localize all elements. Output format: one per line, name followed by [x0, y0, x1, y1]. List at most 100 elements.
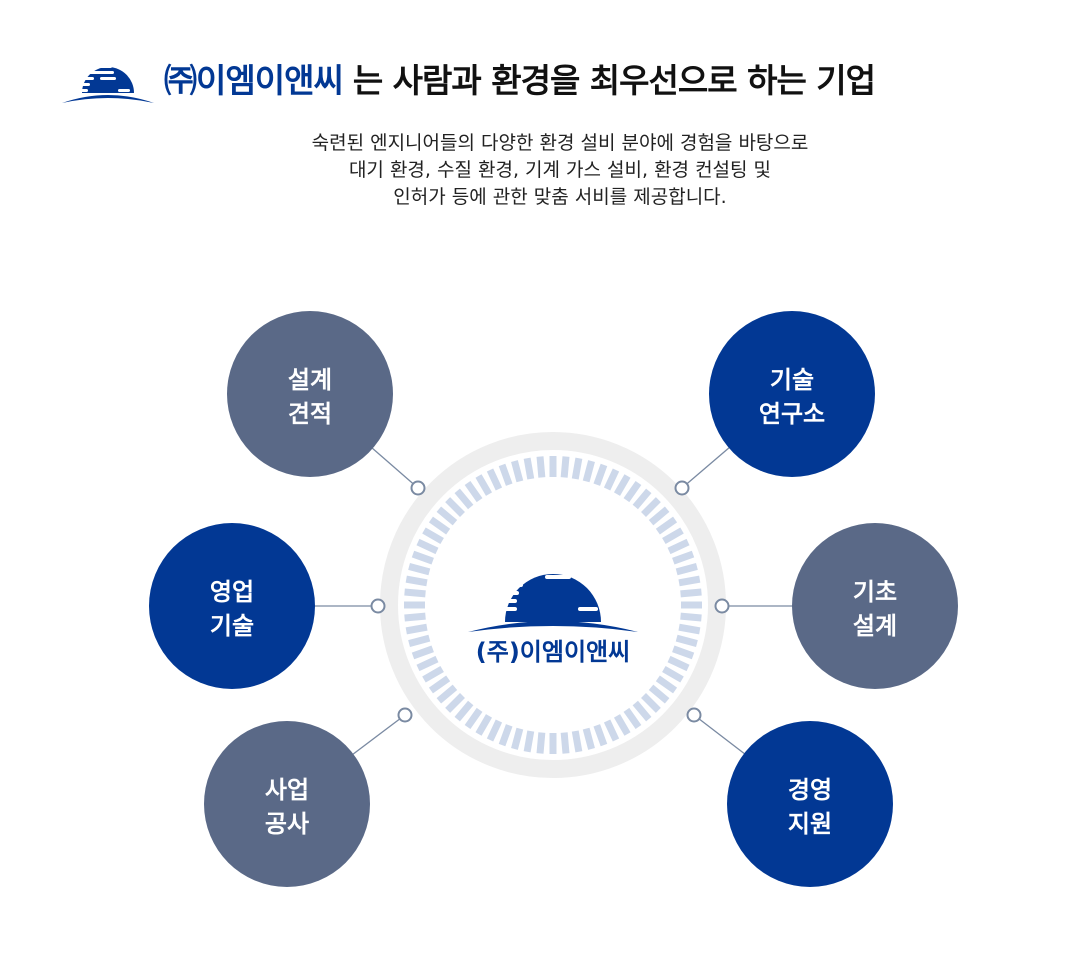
company-description: 숙련된 엔지니어들의 다양한 환경 설비 분야에 경험을 바탕으로 대기 환경,… — [0, 130, 1070, 211]
tick-mark — [613, 474, 631, 496]
node-circle — [227, 311, 393, 477]
node-label: 지원 — [788, 810, 832, 838]
tick-mark — [613, 714, 631, 736]
node-circle — [149, 523, 315, 689]
tick-mark — [411, 550, 434, 565]
description-line: 대기 환경, 수질 환경, 기계 가스 설비, 환경 컨설팅 및 — [348, 159, 772, 181]
tick-mark — [593, 463, 608, 486]
tick-mark — [582, 460, 595, 483]
tick-mark — [680, 588, 702, 598]
tick-mark — [632, 700, 652, 722]
tick-mark — [523, 730, 535, 753]
page-title: 는 사람과 환경을 최우선으로 하는 기업 — [352, 61, 876, 100]
tick-mark — [408, 634, 431, 647]
connector-dot — [714, 598, 730, 614]
node-label: 경영 — [788, 776, 832, 804]
company-logo-icon — [62, 65, 154, 103]
tick-mark — [405, 623, 428, 635]
tick-ring — [404, 456, 702, 754]
node-circle — [204, 721, 370, 887]
connector-dot — [674, 480, 690, 496]
tick-mark — [662, 527, 684, 545]
node-label: 공사 — [265, 810, 309, 838]
node-label: 기술 — [210, 612, 254, 640]
tick-mark — [428, 675, 451, 694]
tick-mark — [464, 707, 483, 730]
tick-mark — [675, 563, 698, 576]
tick-mark — [498, 724, 513, 747]
connector-dot — [370, 598, 386, 614]
tick-mark — [436, 506, 458, 526]
tick-mark — [523, 457, 535, 480]
tick-mark — [662, 665, 684, 683]
tick-mark — [486, 468, 503, 491]
node-label: 사업 — [265, 776, 309, 804]
connector-dot — [410, 480, 426, 496]
tick-mark — [593, 724, 608, 747]
tick-mark — [667, 655, 690, 672]
tick-mark — [603, 719, 620, 742]
tick-mark — [428, 516, 451, 535]
node-circle — [727, 721, 893, 887]
tick-mark — [422, 665, 444, 683]
tick-mark — [560, 456, 570, 478]
tick-mark — [511, 727, 524, 750]
center-logo: (주)이엠이앤씨 — [468, 559, 638, 666]
tick-mark — [672, 550, 695, 565]
node-label: 견적 — [288, 400, 332, 428]
tick-mark — [623, 480, 642, 503]
description-line: 인허가 등에 관한 맞춤 서비를 제공합니다. — [393, 186, 727, 208]
tick-mark — [655, 675, 678, 694]
tick-mark — [408, 563, 431, 576]
tick-mark — [404, 588, 426, 598]
tick-mark — [675, 634, 698, 647]
node-label: 기술 — [770, 366, 814, 394]
tick-mark — [422, 527, 444, 545]
tick-mark — [404, 612, 426, 622]
connector-dot — [397, 707, 413, 723]
connector-dot — [686, 707, 702, 723]
tick-mark — [641, 693, 661, 713]
node-label: 설계 — [853, 612, 897, 640]
tick-mark — [648, 684, 670, 704]
description-line: 숙련된 엔지니어들의 다양한 환경 설비 분야에 경험을 바탕으로 — [311, 132, 809, 154]
tick-mark — [464, 480, 483, 503]
tick-mark — [582, 727, 595, 750]
center-logo-text: (주)이엠이앤씨 — [476, 638, 630, 666]
tick-mark — [454, 488, 474, 510]
tick-mark — [571, 457, 583, 480]
tick-mark — [436, 684, 458, 704]
tick-mark — [445, 497, 465, 517]
tick-mark — [680, 612, 702, 622]
tick-mark — [655, 516, 678, 535]
tick-mark — [672, 645, 695, 660]
tick-mark — [603, 468, 620, 491]
tick-mark — [411, 645, 434, 660]
node-circle — [709, 311, 875, 477]
tick-mark — [632, 488, 652, 510]
tick-mark — [445, 693, 465, 713]
tick-mark — [667, 538, 690, 555]
tick-mark — [678, 575, 701, 587]
tick-mark — [648, 506, 670, 526]
tick-mark — [475, 714, 493, 736]
node-label: 설계 — [288, 366, 332, 394]
tick-mark — [536, 456, 546, 478]
node-label: 연구소 — [759, 400, 825, 428]
tick-mark — [475, 474, 493, 496]
tick-mark — [416, 655, 439, 672]
node-circle — [792, 523, 958, 689]
tick-mark — [405, 575, 428, 587]
tick-mark — [536, 732, 546, 754]
page-header: ㈜이엠이앤씨 는 사람과 환경을 최우선으로 하는 기업 — [60, 50, 876, 106]
tick-mark — [623, 707, 642, 730]
tick-mark — [498, 463, 513, 486]
tick-mark — [454, 700, 474, 722]
